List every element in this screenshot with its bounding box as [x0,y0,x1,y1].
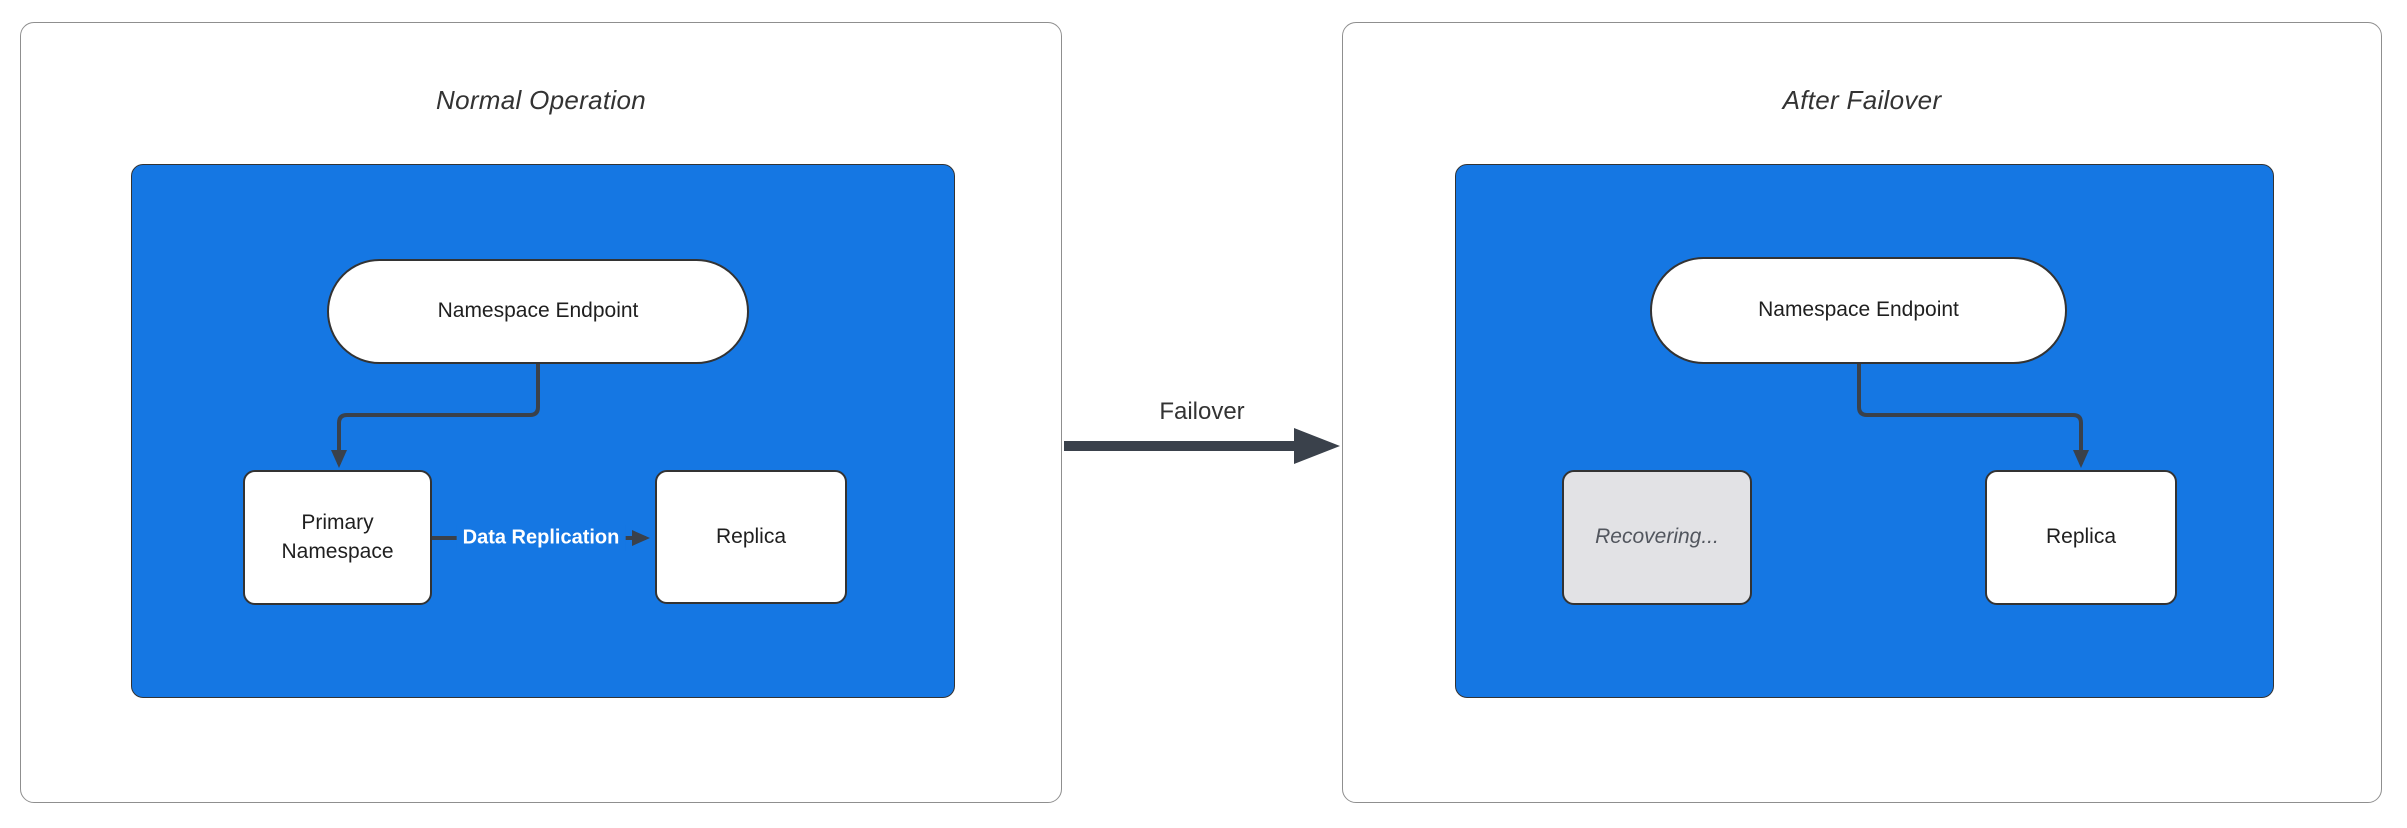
node-recovering: Recovering... [1562,470,1752,605]
node-label: Replica [2045,525,2117,549]
cluster-box-normal: Namespace Endpoint Primary Namespace Rep… [131,164,955,698]
connector-edges-failover [1857,364,2089,468]
node-label: Replica [715,524,787,548]
connector-edges-normal [331,364,650,546]
failover-label: Failover [1159,398,1245,425]
node-namespace-endpoint-normal: Namespace Endpoint [327,259,749,364]
node-namespace-endpoint-failover: Namespace Endpoint [1650,257,2067,364]
failover-arrow [1064,428,1340,464]
failover-arrow-group: Failover [1062,398,1342,470]
edge-label-data-replication: Data Replication [456,524,626,552]
node-replica-failover: Replica [1985,470,2177,605]
cluster-box-failover: Namespace Endpoint Recovering... Replica [1455,164,2274,698]
node-label: Recovering... [1595,525,1719,549]
panel-normal-operation: Normal Operation Namespace Endpoint Prim… [20,22,1062,803]
panel-title-after-failover: After Failover [1782,85,1942,115]
panel-title-normal-operation: Normal Operation [436,85,646,115]
node-label: Namespace Endpoint [1758,298,1959,322]
node-label: Namespace Endpoint [437,299,639,323]
node-label: Primary Namespace [281,511,394,563]
node-primary-namespace: Primary Namespace [243,470,432,605]
edge-endpoint-to-replica [1857,364,2089,468]
node-replica-normal: Replica [655,470,847,604]
panel-after-failover: After Failover Namespace Endpoint Recove… [1342,22,2382,803]
edge-endpoint-to-primary [331,364,540,468]
